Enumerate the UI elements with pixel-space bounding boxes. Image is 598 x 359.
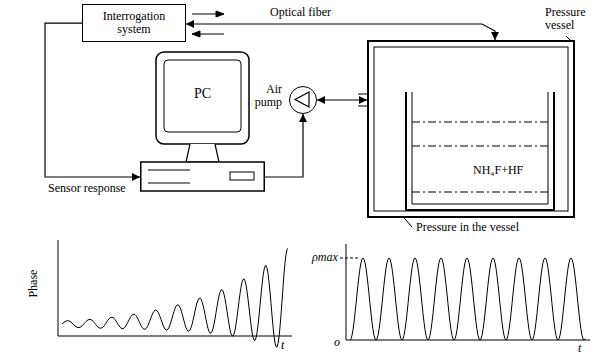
arrow-head [216, 11, 224, 17]
beaker: NH₄F+HF [405, 92, 555, 211]
pressure-vessel: Pressure vesselNH₄F+HF [367, 40, 575, 218]
node-text: Interrogation system [89, 10, 179, 36]
axis-label: t [281, 339, 284, 352]
axis-label: Phase [27, 270, 40, 298]
stroke [412, 204, 548, 205]
process-box: Interrogation system [82, 4, 186, 42]
origin-label: o [334, 336, 340, 349]
connector [317, 99, 367, 100]
arrow-shaft [198, 34, 224, 35]
max-level [340, 258, 358, 259]
pump-symbol: Air pump [289, 86, 317, 114]
stroke [548, 92, 549, 204]
phase-curve [62, 249, 288, 348]
pipe-wall [358, 106, 367, 107]
plot-curves [62, 249, 585, 348]
stroke [412, 92, 413, 204]
connector [265, 114, 303, 177]
level-label: ρmax [312, 251, 338, 264]
stand [186, 144, 219, 162]
connector-label: Optical fiber [268, 6, 333, 19]
inner-wall [374, 47, 568, 211]
connector [45, 23, 140, 177]
pressure-plot-axes [340, 244, 590, 340]
stroke [148, 183, 190, 184]
x-axis [346, 340, 590, 341]
node-text: PC [156, 86, 249, 101]
monitor [156, 52, 249, 144]
liquid-levels [407, 92, 553, 209]
drive-slot [230, 172, 254, 180]
axis-label: t [578, 342, 581, 355]
stroke [148, 170, 190, 171]
pressure-curve [350, 258, 585, 340]
vessel-inner-wall [369, 42, 573, 216]
pump-triangle [290, 87, 315, 112]
arrow-head [192, 31, 200, 37]
stroke [412, 122, 548, 123]
node-text: NH₄F+HF [473, 164, 523, 177]
base-unit [141, 162, 265, 191]
connector [186, 24, 495, 40]
arrow-shaft [192, 14, 218, 15]
stroke [412, 192, 548, 193]
computer-drawing [140, 52, 265, 192]
node-text: Air pump [248, 83, 282, 109]
computer-icon: PC [140, 52, 265, 192]
y-axis [58, 240, 59, 336]
triangle [295, 92, 309, 107]
node-text: Pressure vessel [545, 6, 597, 32]
stroke [412, 146, 548, 147]
pipe-wall [358, 94, 367, 95]
caption-label: Pressure in the vessel [416, 221, 519, 234]
connector-label: Sensor response [46, 182, 128, 195]
